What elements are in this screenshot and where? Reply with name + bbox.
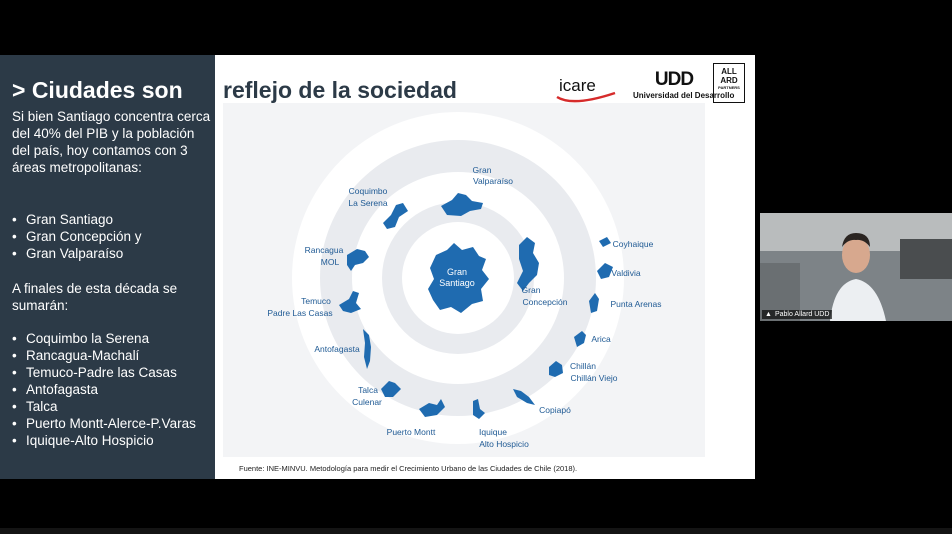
person-shirt [830,279,886,321]
city-label: Coyhaique [613,239,654,249]
center-label: Santiago [439,278,475,288]
city-label: Temuco [301,296,331,306]
shared-slide: > Ciudades son Si bien Santiago concentr… [0,55,755,479]
udd-logo: UDD Universidad del Desarrollo [633,69,735,103]
city-label: Concepción [523,297,568,307]
city-label: Antofagasta [314,344,360,354]
city-label: Talca [358,385,378,395]
future-intro-text: A finales de esta década se sumarán: [12,281,178,313]
city-shape [513,389,535,405]
slide-right-panel: reflejo de la sociedad icare UDD Univers… [215,55,755,479]
person-face [842,237,870,273]
list-item: Iquique-Alto Hospicio [12,432,212,449]
city-label: Alto Hospicio [479,439,529,449]
slide-title-left: > Ciudades son [12,77,183,103]
udd-logo-name: Universidad del Desarrollo [633,91,735,100]
city-label: Padre Las Casas [267,308,332,318]
list-item: Gran Concepción y [12,228,212,245]
list-item: Antofagasta [12,381,212,398]
list-item: Temuco-Padre las Casas [12,364,212,381]
city-shape [381,381,401,397]
city-label: Chillán [570,361,596,371]
city-label: Arica [591,334,611,344]
allard-logo-line: ALL [721,67,737,76]
city-label: MOL [321,257,340,267]
allard-logo-line: ARD [720,76,738,85]
city-shape [419,399,445,417]
signal-icon: ▲ [765,311,772,318]
city-label: Valdivia [611,268,640,278]
meeting-controls-bar [0,528,952,534]
city-label: Rancagua [305,245,344,255]
icare-logo-text: icare [559,76,596,95]
list-item: Gran Santiago [12,211,212,228]
city-label: Copiapó [539,405,571,415]
city-shape [589,293,599,313]
participant-name-tag: ▲ Pablo Allard UDD [762,310,833,319]
city-shape [383,203,408,229]
person-hair [842,233,870,247]
list-item: Coquimbo la Serena [12,330,212,347]
future-areas-list: Coquimbo la Serena Rancagua-Machalí Temu… [12,330,212,449]
gran-santiago-shape [428,243,489,313]
current-areas-list: Gran Santiago Gran Concepción y Gran Val… [12,211,212,262]
city-label: Puerto Montt [387,427,436,437]
city-shape [597,263,613,279]
city-shape [347,249,369,271]
city-label: La Serena [348,198,387,208]
list-item: Gran Valparaíso [12,245,212,262]
city-label: Valparaíso [473,176,513,186]
metro-areas-diagram: Gran Santiago Gran Valparaíso Coquimbo L… [267,112,662,449]
city-shape [473,399,485,419]
center-label: Gran [447,267,467,277]
list-item: Talca [12,398,212,415]
city-label: Culenar [352,397,382,407]
source-caption: Fuente: INE-MINVU. Metodología para medi… [239,464,578,473]
participant-video-tile[interactable]: ▲ Pablo Allard UDD [760,213,952,321]
city-label: Punta Arenas [610,299,661,309]
list-item: Rancagua-Machalí [12,347,212,364]
city-label: Gran [473,165,492,175]
city-shape [441,193,483,216]
city-label: Chillán Viejo [570,373,617,383]
city-label: Gran [522,285,541,295]
intro-text: Si bien Santiago concentra cerca del 40%… [12,109,211,175]
participant-video-frame [760,213,952,321]
list-item: Puerto Montt-Alerce-P.Varas [12,415,212,432]
icare-logo: icare [556,76,616,103]
city-shape [574,331,586,347]
slide-title-right: reflejo de la sociedad [223,77,457,103]
city-shape [339,291,361,313]
city-shape [599,237,611,247]
city-label: Iquique [479,427,507,437]
allard-partners-logo: ALL ARD PARTNERS [713,63,745,103]
city-label: Coquimbo [349,186,388,196]
city-shape [363,329,371,369]
participant-name: Pablo Allard UDD [774,311,830,318]
udd-logo-mark: UDD [654,69,694,90]
city-shape [549,361,563,377]
slide-left-panel: > Ciudades son Si bien Santiago concentr… [0,55,215,479]
city-shape [517,237,539,291]
metro-areas-map: Gran Santiago Gran Valparaíso Coquimbo L… [223,103,705,457]
allard-logo-sub: PARTNERS [718,85,740,90]
